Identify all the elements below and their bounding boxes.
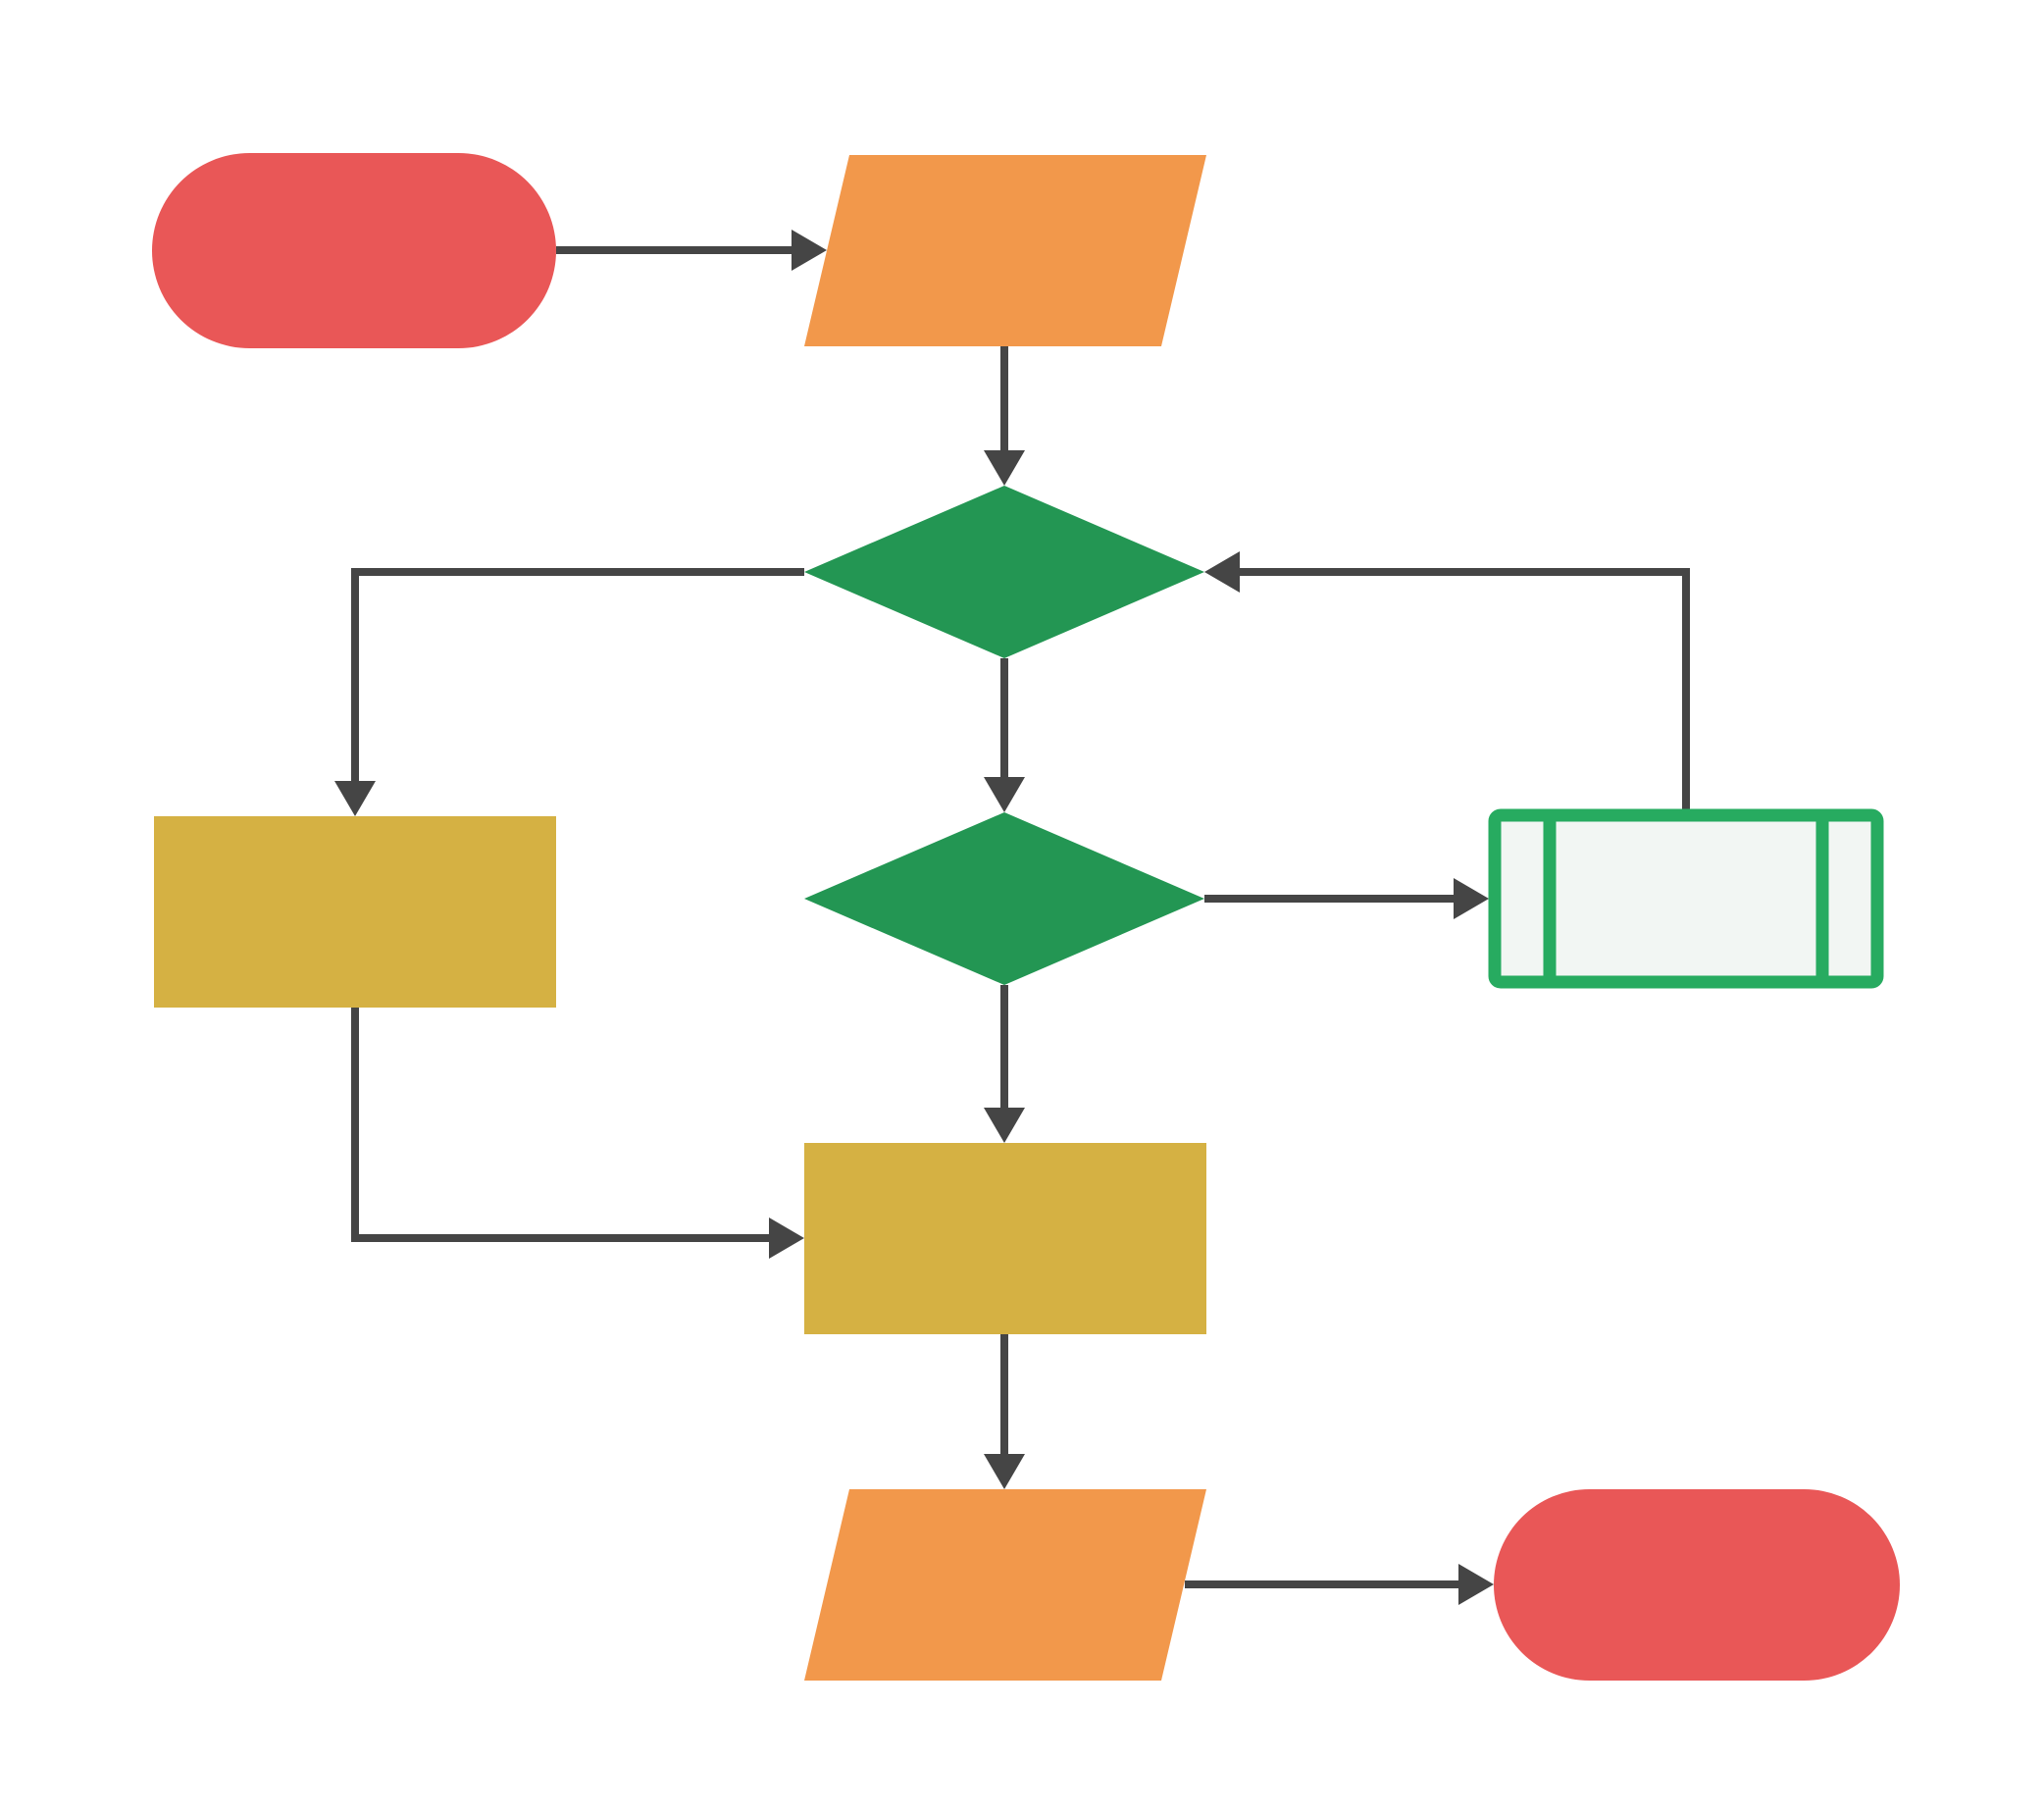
- edge-decision1-to-decision2: [984, 658, 1025, 812]
- edge-decision2-to-process-center: [984, 985, 1025, 1143]
- predefined-process-body[interactable]: [1488, 808, 1884, 989]
- arrowhead-down-icon: [984, 1108, 1025, 1143]
- edge-process-left-to-process-center: [351, 1008, 804, 1259]
- end-terminator[interactable]: [1494, 1489, 1900, 1681]
- output-parallelogram[interactable]: [804, 1489, 1206, 1681]
- input-parallelogram[interactable]: [804, 155, 1206, 346]
- decision-1-diamond[interactable]: [804, 486, 1204, 658]
- arrowhead-right-icon: [769, 1217, 804, 1259]
- arrowhead-right-icon: [792, 230, 827, 271]
- edge-process-center-to-output: [984, 1334, 1025, 1489]
- edge-predefined-to-decision1: [1204, 551, 1690, 809]
- arrowhead-right-icon: [1458, 1564, 1494, 1605]
- decision-2-diamond[interactable]: [804, 812, 1204, 985]
- arrowhead-down-icon: [334, 781, 376, 816]
- predefined-process-box[interactable]: [1488, 808, 1884, 989]
- arrowhead-down-icon: [984, 450, 1025, 486]
- edge-start-to-input: [556, 230, 827, 271]
- edge-input-to-decision1: [984, 346, 1025, 486]
- connector-elbow-line[interactable]: [351, 568, 804, 781]
- arrowhead-down-icon: [984, 777, 1025, 812]
- edge-decision2-to-predefined: [1204, 878, 1489, 919]
- edge-output-to-end: [1185, 1564, 1494, 1605]
- connector-elbow-line[interactable]: [351, 1008, 769, 1242]
- edge-decision1-to-process-left: [334, 568, 804, 816]
- process-left-rect[interactable]: [154, 816, 556, 1008]
- start-terminator[interactable]: [152, 153, 556, 348]
- process-center-rect[interactable]: [804, 1143, 1206, 1334]
- arrowhead-down-icon: [984, 1454, 1025, 1489]
- connector-elbow-line[interactable]: [1240, 568, 1690, 809]
- arrowhead-right-icon: [1454, 878, 1489, 919]
- arrowhead-left-icon: [1204, 551, 1240, 593]
